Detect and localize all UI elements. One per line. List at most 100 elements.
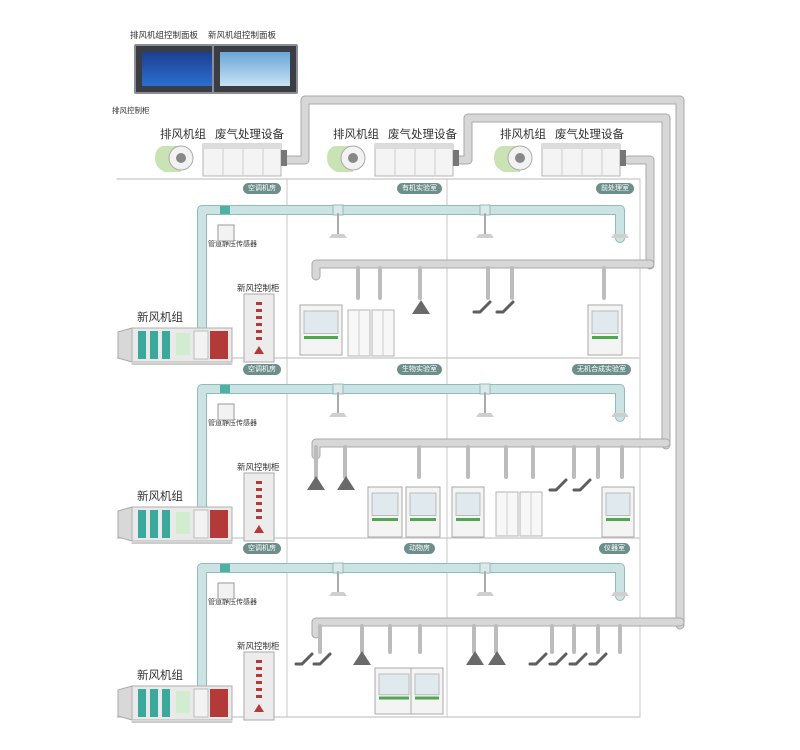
cabinet-indicator-light bbox=[256, 337, 262, 340]
fume-hood-control-strip bbox=[415, 696, 439, 700]
extraction-arm-icon bbox=[572, 478, 592, 492]
ahu-heater-section bbox=[210, 689, 228, 717]
cabinet-indicator-light bbox=[256, 681, 262, 684]
fresh-cabinet-label: 新风控制柜 bbox=[237, 463, 280, 473]
ahu-intake-hood bbox=[117, 685, 133, 721]
roof-device-label-3: 废气处理设备 bbox=[555, 127, 624, 141]
static-pressure-sensor-port bbox=[220, 206, 230, 214]
ahu-intake-hood bbox=[117, 506, 133, 542]
extraction-arm-icon bbox=[472, 300, 492, 314]
ahu-heater-section bbox=[210, 331, 228, 359]
extraction-arm-icon bbox=[588, 652, 608, 666]
fume-hood-control-strip bbox=[379, 696, 409, 700]
canopy-hood-icon bbox=[307, 476, 325, 490]
exhaust-riser-duct bbox=[282, 96, 684, 629]
extraction-arm-icon bbox=[568, 652, 588, 666]
roof-device-label-2: 废气处理设备 bbox=[388, 127, 457, 141]
fume-hood-sash bbox=[414, 673, 440, 696]
cabinet-indicator-light bbox=[256, 481, 262, 484]
room-label: 仪器室 bbox=[599, 543, 630, 554]
extraction-arm-icon bbox=[294, 652, 314, 666]
supply-diffuser-icon bbox=[476, 413, 494, 417]
ahu-filter-section bbox=[176, 691, 190, 713]
roof-fan-label-3: 排风机组 bbox=[500, 127, 546, 141]
cabinet-indicator-light bbox=[256, 516, 262, 519]
pressure-sensor-label: 管道静压传感器 bbox=[208, 240, 257, 248]
pressure-sensor-label: 管道静压传感器 bbox=[208, 419, 257, 427]
fume-hood-sash bbox=[591, 310, 619, 334]
exhaust-branch-duct bbox=[312, 439, 670, 459]
supply-diffuser-icon bbox=[329, 234, 347, 238]
exhaust-riser-duct bbox=[624, 156, 654, 269]
exhaust-panel-label: 排风机组控制面板 bbox=[130, 31, 199, 41]
cabinet-indicator-light bbox=[256, 688, 262, 691]
canopy-hood-icon bbox=[337, 476, 355, 490]
supply-main-duct bbox=[198, 385, 624, 521]
cabinet-indicator-light bbox=[256, 660, 262, 663]
pressure-sensor-label: 管道静压传感器 bbox=[208, 598, 257, 606]
canopy-hood-icon bbox=[412, 300, 430, 314]
extraction-arm-icon bbox=[548, 652, 568, 666]
fume-hood-control-strip bbox=[606, 518, 630, 521]
cabinet-indicator-light bbox=[256, 316, 262, 319]
canopy-hood-icon bbox=[488, 651, 506, 665]
roof-fan-label-1: 排风机组 bbox=[160, 127, 206, 141]
ahu-coil-section bbox=[150, 331, 158, 359]
fan-hub-icon bbox=[515, 153, 525, 163]
unit-top-band bbox=[203, 144, 281, 149]
ahu-fan-section bbox=[193, 688, 209, 718]
canopy-hood-icon bbox=[466, 651, 484, 665]
fume-hood-sash bbox=[378, 673, 410, 696]
fan-hub-icon bbox=[348, 153, 358, 163]
unit-outlet bbox=[281, 150, 287, 166]
ahu-heater-section bbox=[210, 510, 228, 538]
ahu-coil-section bbox=[138, 689, 146, 717]
cabinet-indicator-light bbox=[256, 502, 262, 505]
ahu-label: 新风机组 bbox=[137, 310, 183, 324]
ahu-filter-section bbox=[176, 512, 190, 534]
exhaust-riser-duct bbox=[451, 114, 670, 449]
ahu-label: 新风机组 bbox=[137, 668, 183, 682]
exhaust-control-panel bbox=[134, 44, 220, 94]
room-label: 有机实验室 bbox=[397, 183, 442, 194]
fume-hood-control-strip bbox=[410, 518, 436, 521]
cabinet-warning-icon bbox=[254, 346, 264, 354]
room-label: 前处理室 bbox=[596, 183, 634, 194]
unit-outlet bbox=[453, 150, 459, 166]
cabinet-indicator-light bbox=[256, 488, 262, 491]
unit-top-band bbox=[375, 144, 453, 149]
static-pressure-sensor-port bbox=[220, 564, 230, 572]
ahu-coil-section bbox=[150, 510, 158, 538]
fume-hood-sash bbox=[455, 492, 481, 516]
cabinet-indicator-light bbox=[256, 330, 262, 333]
room-label: 空调机房 bbox=[243, 364, 281, 375]
ahu-fan-section bbox=[193, 330, 209, 360]
ahu-coil-section bbox=[138, 510, 146, 538]
exhaust-branch-duct bbox=[312, 260, 654, 280]
supply-diffuser-icon bbox=[476, 234, 494, 238]
unit-outlet bbox=[620, 150, 626, 166]
supply-diffuser-icon bbox=[611, 234, 629, 238]
static-pressure-sensor-port bbox=[220, 385, 230, 393]
fume-hood-sash bbox=[409, 492, 437, 516]
roof-device-label-1: 废气处理设备 bbox=[215, 127, 284, 141]
room-label: 空调机房 bbox=[243, 543, 281, 554]
fume-hood-sash bbox=[371, 492, 399, 516]
fresh-cabinet-label: 新风控制柜 bbox=[237, 284, 280, 294]
ahu-coil-section bbox=[162, 510, 170, 538]
cabinet-indicator-light bbox=[256, 495, 262, 498]
ahu-label: 新风机组 bbox=[137, 489, 183, 503]
supply-diffuser-icon bbox=[329, 592, 347, 596]
cabinet-indicator-light bbox=[256, 509, 262, 512]
static-pressure-sensor-icon bbox=[217, 224, 235, 242]
roof-fan-label-2: 排风机组 bbox=[333, 127, 379, 141]
static-pressure-sensor-icon bbox=[217, 403, 235, 421]
exhaust-cabinet-label: 排风控制柜 bbox=[112, 106, 150, 115]
cabinet-warning-icon bbox=[254, 525, 264, 533]
supply-diffuser-icon bbox=[476, 592, 494, 596]
ahu-coil-section bbox=[138, 331, 146, 359]
fresh-control-panel bbox=[212, 44, 298, 94]
ahu-coil-section bbox=[150, 689, 158, 717]
ahu-coil-section bbox=[162, 331, 170, 359]
cabinet-indicator-light bbox=[256, 674, 262, 677]
